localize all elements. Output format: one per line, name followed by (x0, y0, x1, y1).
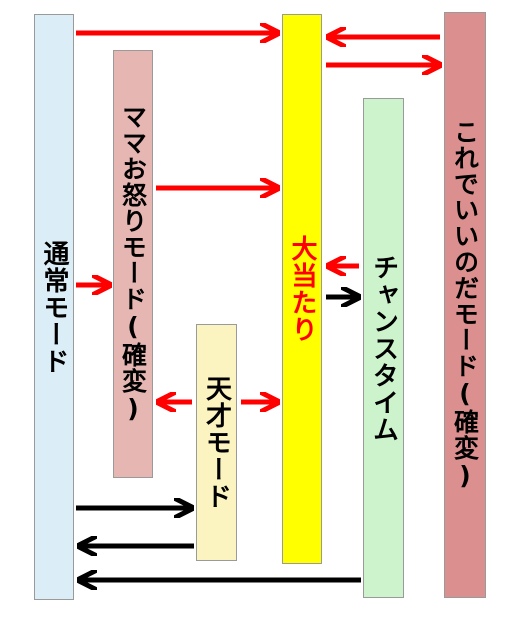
label-mama-angry-mode: ママお怒りモード(確変) (118, 104, 148, 424)
label-normal-mode: 通常モード (39, 239, 69, 375)
label-koredeii-mode: これでいいのだモード(確変) (450, 119, 480, 491)
box-tensai-mode: 天才モード (196, 324, 237, 561)
box-normal-mode: 通常モード (34, 14, 74, 600)
label-tensai-mode: 天才モード (201, 375, 232, 510)
box-chance-time: チャンスタイム (363, 98, 404, 598)
box-koredeii-mode: これでいいのだモード(確変) (444, 12, 486, 598)
label-chance-time: チャンスタイム (368, 253, 399, 443)
label-jackpot: 大当たり (287, 235, 317, 343)
box-mama-angry-mode: ママお怒りモード(確変) (113, 50, 153, 478)
box-jackpot: 大当たり (282, 14, 322, 564)
